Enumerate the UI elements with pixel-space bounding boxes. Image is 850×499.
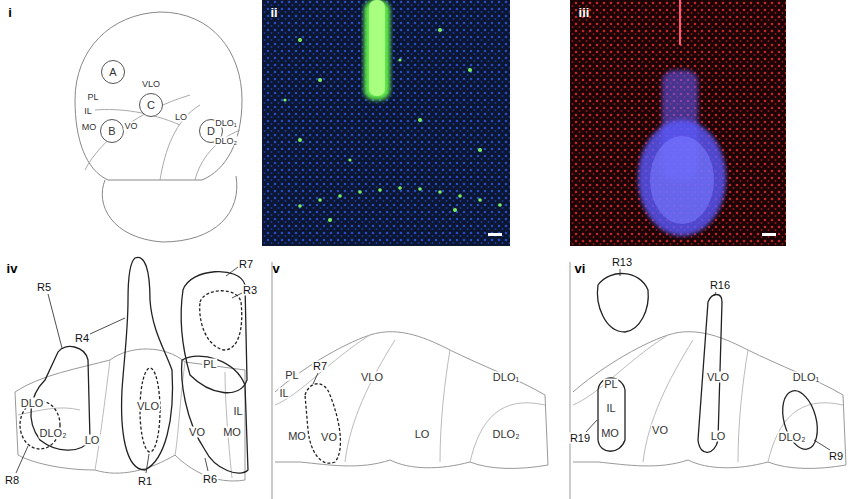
region-label: VO — [188, 427, 206, 438]
fluorescence-image-green — [262, 0, 510, 246]
callout-number: R3 — [242, 285, 258, 296]
circle-letter: A — [109, 67, 116, 78]
brain-outline — [75, 12, 242, 242]
panel-numeral: iii — [579, 6, 590, 19]
region-label: LO — [414, 429, 431, 440]
region-label: MO — [81, 123, 98, 132]
region-label: LO — [174, 113, 188, 122]
callout-number: R6 — [202, 474, 218, 485]
roi-circle: A — [101, 60, 125, 84]
region-label: LO — [710, 431, 727, 442]
region-label: DLO₂ — [39, 428, 68, 439]
region-label: DLO₁ — [792, 372, 820, 383]
roi-outline — [20, 257, 248, 473]
roi-circle: C — [139, 93, 163, 117]
region-label: DLO — [20, 398, 45, 409]
region-label: DLO₂ — [214, 137, 238, 146]
region-label: MO — [600, 428, 620, 439]
callout-number: R5 — [36, 282, 52, 293]
region-label: IL — [232, 406, 243, 417]
orbital-template — [275, 332, 548, 469]
callout-number: R16 — [709, 280, 731, 291]
roi-circle: B — [100, 119, 124, 143]
callout-number: R4 — [74, 333, 90, 344]
callout-number: R8 — [4, 475, 20, 486]
roi-outline — [305, 384, 340, 463]
region-label: VO — [320, 432, 338, 443]
leader-line — [313, 373, 318, 384]
region-label: DLO₂ — [778, 432, 807, 443]
region-label: IL — [278, 388, 289, 399]
region-label: IL — [83, 107, 93, 116]
region-label: VLO — [136, 401, 160, 412]
orbital-template — [573, 332, 846, 469]
region-label: IL — [605, 403, 616, 414]
region-label: PL — [284, 370, 299, 381]
panel-numeral: vi — [575, 262, 586, 275]
region-label: LO — [84, 435, 101, 446]
region-label: VLO — [360, 372, 384, 383]
region-label: MO — [222, 427, 242, 438]
callout-number: R13 — [611, 257, 633, 268]
leader-line — [16, 267, 242, 473]
region-label: PL — [86, 93, 99, 102]
leader-line — [586, 269, 830, 450]
roi-outline — [597, 274, 823, 454]
circle-letter: C — [147, 100, 155, 111]
region-label: DLO₂ — [492, 429, 521, 440]
callout-number: R7 — [238, 259, 254, 270]
region-label: DLO₁ — [214, 119, 238, 128]
region-label: MO — [287, 431, 307, 442]
callout-number: R19 — [569, 433, 591, 444]
region-label: DLO₁ — [492, 372, 520, 383]
midline — [570, 262, 571, 499]
midline — [272, 262, 273, 499]
region-label: PL — [202, 359, 217, 370]
region-label: VLO — [141, 80, 161, 89]
fluorescence-image-red — [570, 0, 786, 246]
panel-numeral: i — [8, 6, 12, 19]
region-label: VO — [123, 122, 138, 131]
circle-letter: B — [108, 126, 115, 137]
panel-numeral: v — [272, 262, 279, 275]
panel-numeral: iv — [7, 262, 18, 275]
panel-numeral: ii — [270, 6, 277, 19]
callout-number: R1 — [137, 476, 153, 487]
callout-number: R9 — [828, 451, 844, 462]
region-label: VLO — [706, 372, 730, 383]
callout-number: R7 — [312, 361, 328, 372]
region-label: VO — [651, 425, 669, 436]
region-label: PL — [603, 379, 618, 390]
